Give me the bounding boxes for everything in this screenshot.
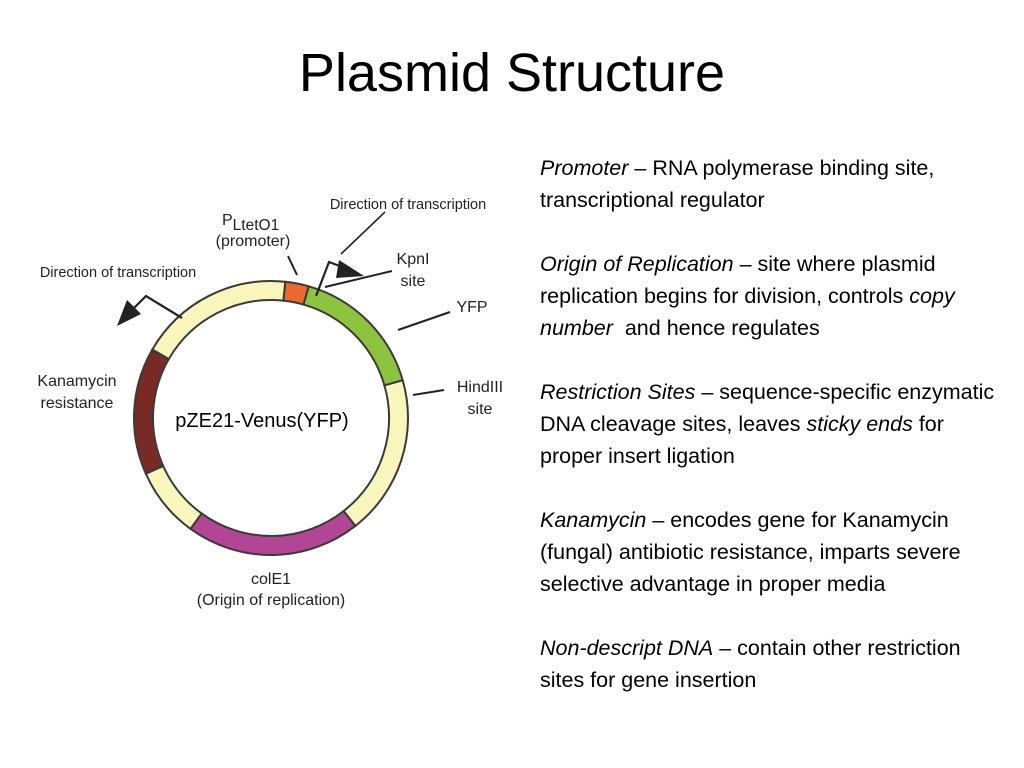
promoter-label-paren: (promoter) — [216, 233, 291, 250]
desc-origin-text: site where plasmid replication begins fo… — [540, 252, 936, 308]
term-nondescript: Non-descript DNA — [540, 636, 714, 660]
backbone-segment-top — [150, 280, 287, 361]
kpni-leader-line — [324, 270, 393, 288]
hindiii-label-line2: site — [468, 401, 493, 418]
plasmid-name: pZE21-Venus(YFP) — [175, 410, 348, 432]
kpni-label-line1: KpnI — [397, 251, 430, 268]
term-origin: Origin of Replication — [540, 252, 734, 276]
descriptions-panel: Promoter – RNA polymerase binding site, … — [540, 152, 1010, 696]
plasmid-ring — [133, 280, 409, 556]
desc-promoter-text: RNA polymerase binding site, transcripti… — [540, 156, 935, 212]
plasmid-diagram: Direction of transcription Direction of … — [37, 197, 503, 609]
promoter-label: PLtetO1 — [222, 212, 279, 234]
promoter-label-sub: LtetO1 — [233, 217, 280, 234]
description-promoter: Promoter – RNA polymerase binding site, … — [540, 156, 935, 212]
description-restriction: Restriction Sites – sequence-specific en… — [540, 380, 995, 468]
direction-right-pointer-line — [340, 211, 386, 255]
kanamycin-segment — [133, 348, 171, 476]
yfp-leader-line — [397, 311, 451, 331]
cole1-label-line1: colE1 — [251, 571, 291, 588]
yfp-segment — [302, 285, 404, 387]
yfp-label: YFP — [456, 299, 487, 316]
promoter-leader-line — [287, 255, 298, 276]
term-restriction: Restriction Sites — [540, 380, 696, 404]
description-nondescript: Non-descript DNA – contain other restric… — [540, 636, 961, 692]
hindiii-label-line1: HindIII — [457, 379, 503, 396]
term-promoter: Promoter — [540, 156, 629, 180]
cole1-segment — [189, 509, 357, 556]
direction-arrow-left — [117, 294, 183, 326]
direction-arrow-right — [314, 260, 364, 297]
cole1-label-line2: (Origin of replication) — [197, 592, 346, 609]
kanamycin-label-line1: Kanamycin — [37, 373, 116, 390]
backbone-segment-right — [342, 379, 409, 528]
slide-title: Plasmid Structure — [298, 43, 726, 103]
term-copy-number: copy number — [540, 284, 955, 340]
kpni-label-line2: site — [401, 273, 426, 290]
kanamycin-label-line2: resistance — [41, 395, 114, 412]
backbone-segment-lower-left — [144, 464, 204, 531]
desc-nondescript-text: contain other restriction sites for gene… — [540, 636, 961, 692]
term-sticky-ends: sticky ends — [806, 412, 913, 436]
hindiii-leader-line — [412, 389, 445, 396]
description-origin: Origin of Replication – site where plasm… — [540, 252, 955, 340]
direction-label-left: Direction of transcription — [40, 265, 196, 281]
term-kanamycin: Kanamycin — [540, 508, 647, 532]
desc-restriction-text: sequence-specific enzymatic DNA cleavage… — [540, 380, 995, 436]
promoter-label-main: P — [222, 212, 233, 229]
desc-kanamycin-text: encodes gene for Kanamycin (fungal) anti… — [540, 508, 961, 596]
description-kanamycin: Kanamycin – encodes gene for Kanamycin (… — [540, 508, 961, 596]
direction-label-right: Direction of transcription — [330, 197, 486, 213]
